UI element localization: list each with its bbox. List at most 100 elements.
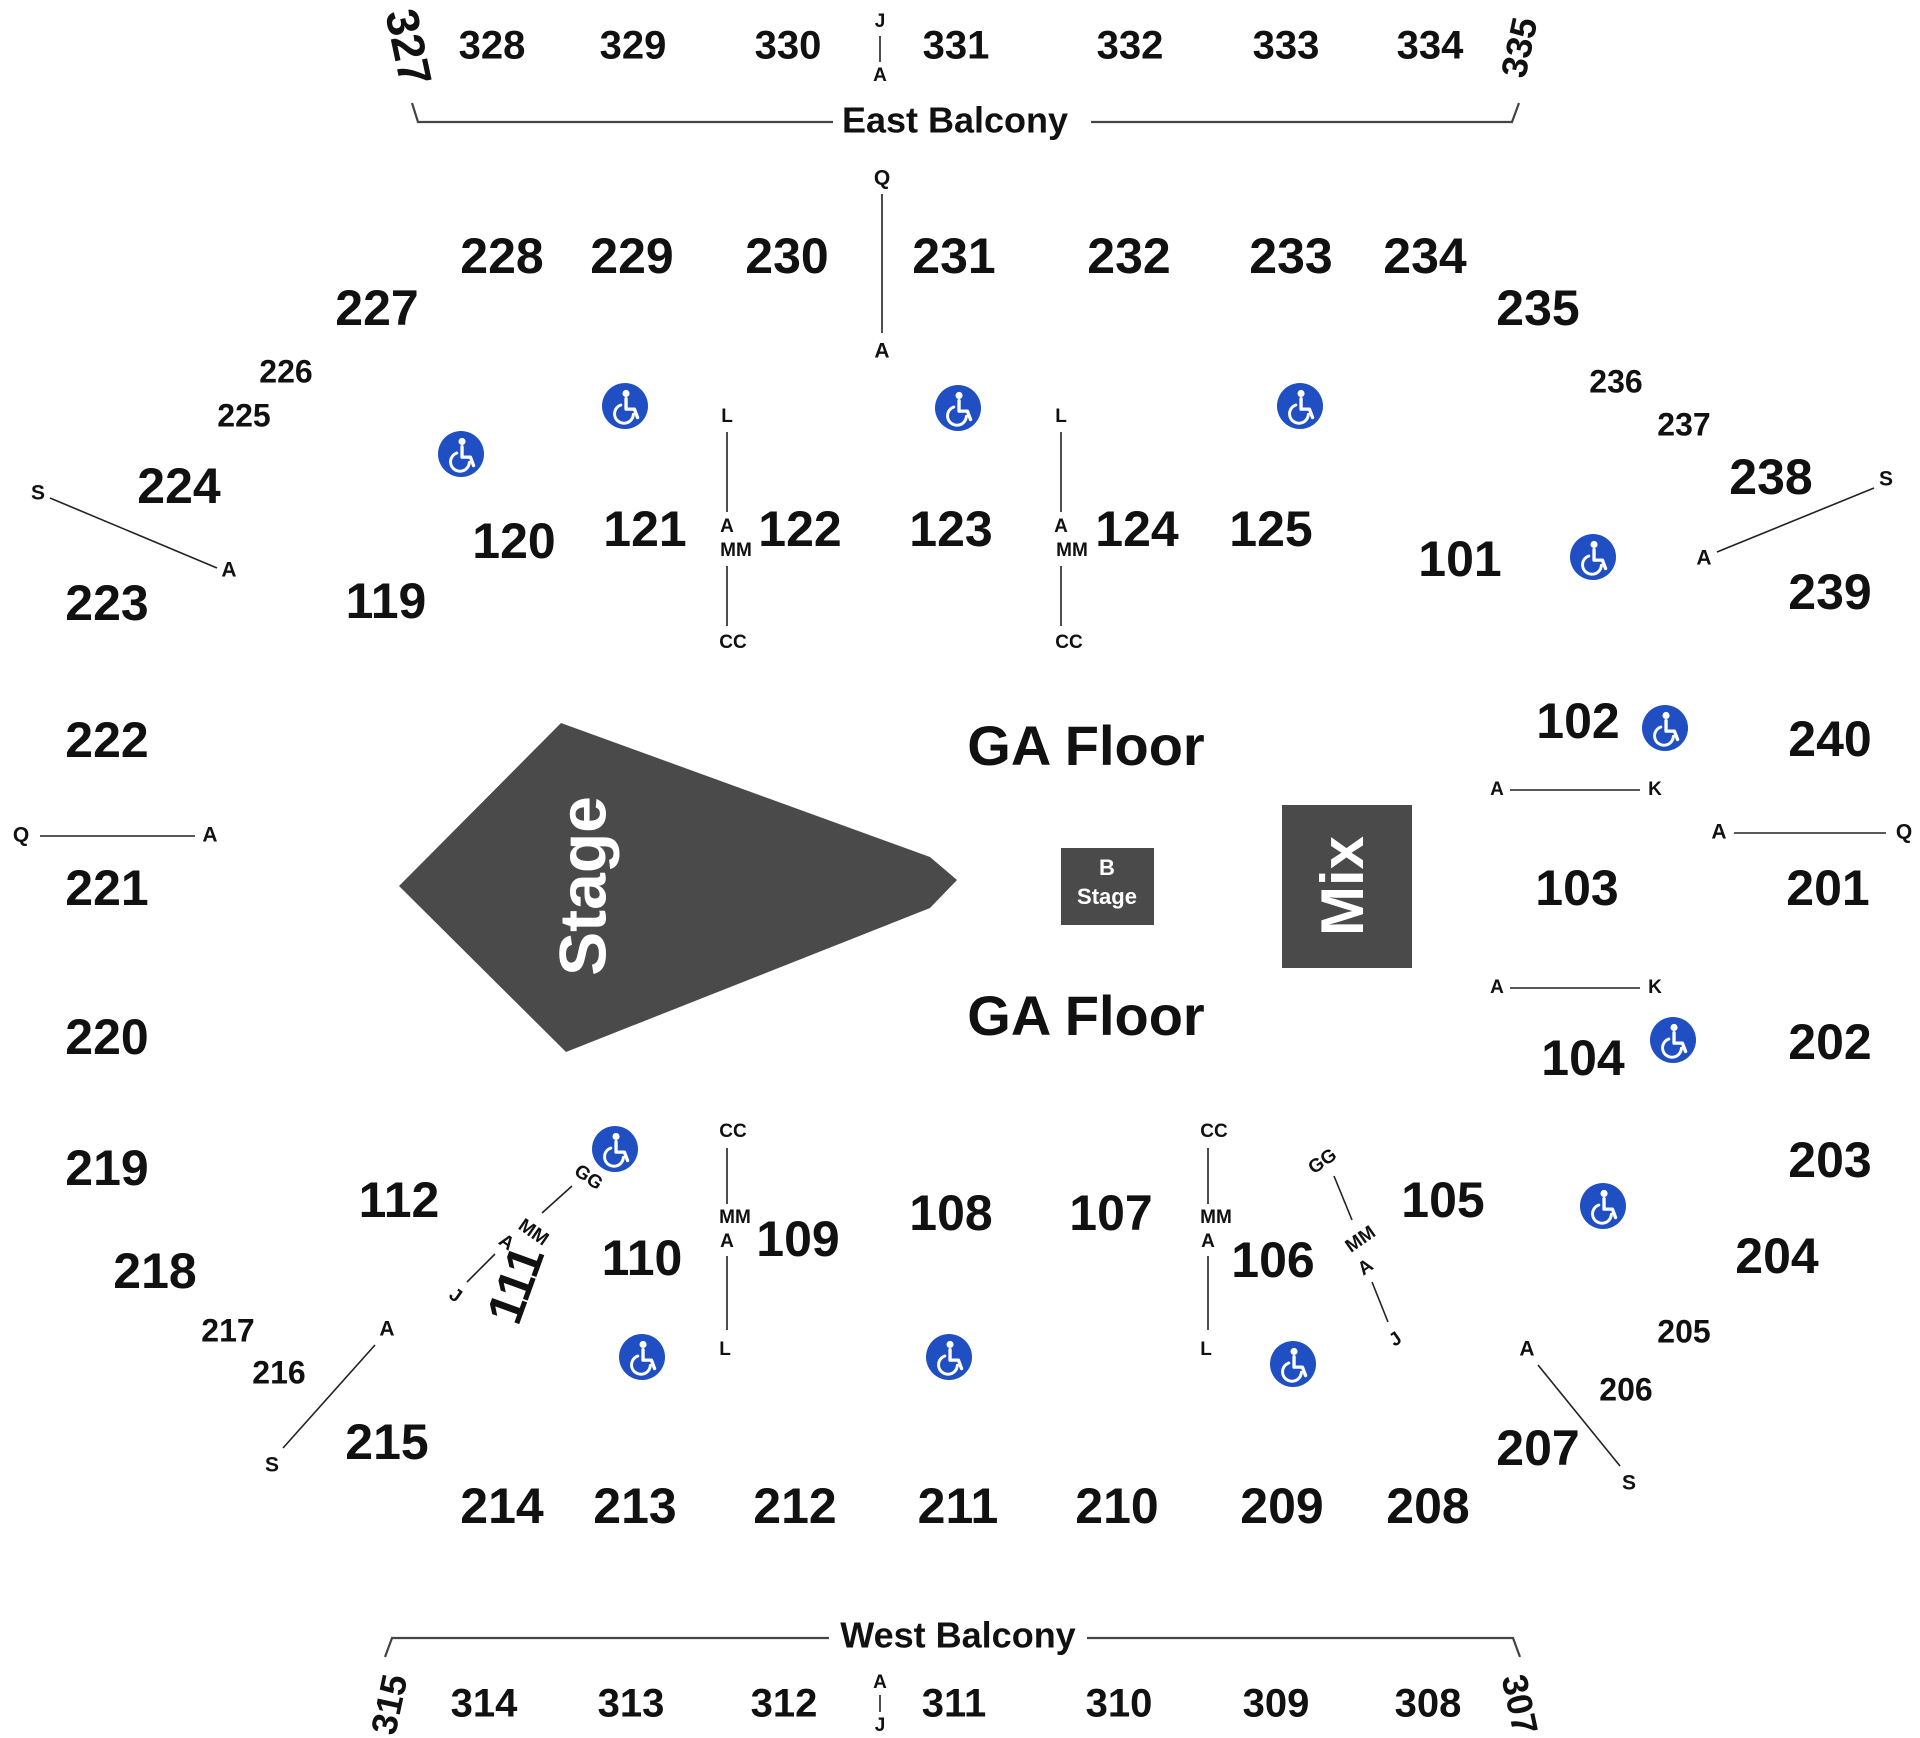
section-121[interactable]: 121 — [603, 501, 686, 557]
section-213[interactable]: 213 — [593, 1478, 676, 1534]
section-329[interactable]: 329 — [600, 24, 667, 68]
row-marker: MM — [719, 1207, 751, 1228]
wheelchair-icon[interactable] — [1277, 383, 1323, 429]
section-203[interactable]: 203 — [1788, 1132, 1871, 1188]
row-marker: A — [720, 1231, 734, 1252]
section-228[interactable]: 228 — [460, 228, 543, 284]
section-105[interactable]: 105 — [1401, 1172, 1484, 1228]
section-235[interactable]: 235 — [1496, 280, 1579, 336]
section-205[interactable]: 205 — [1657, 1313, 1710, 1349]
row-marker: A — [720, 516, 734, 537]
section-101[interactable]: 101 — [1418, 531, 1501, 587]
wheelchair-icon[interactable] — [438, 431, 484, 477]
section-240[interactable]: 240 — [1788, 711, 1871, 767]
section-225[interactable]: 225 — [217, 397, 270, 433]
section-335[interactable]: 335 — [1493, 14, 1546, 81]
section-230[interactable]: 230 — [745, 228, 828, 284]
section-217[interactable]: 217 — [201, 1312, 254, 1348]
wheelchair-icon[interactable] — [1642, 705, 1688, 751]
section-312[interactable]: 312 — [751, 1682, 818, 1726]
section-229[interactable]: 229 — [590, 228, 673, 284]
section-212[interactable]: 212 — [753, 1478, 836, 1534]
section-122[interactable]: 122 — [758, 501, 841, 557]
section-333[interactable]: 333 — [1253, 24, 1320, 68]
wheelchair-icon[interactable] — [592, 1126, 638, 1172]
section-222[interactable]: 222 — [65, 712, 148, 768]
section-334[interactable]: 334 — [1397, 24, 1464, 68]
section-238[interactable]: 238 — [1729, 449, 1812, 505]
section-124[interactable]: 124 — [1095, 501, 1179, 557]
ga-floor-bottom-label[interactable]: GA Floor — [967, 984, 1204, 1047]
section-315[interactable]: 315 — [363, 1671, 416, 1738]
section-214[interactable]: 214 — [460, 1478, 544, 1534]
section-216[interactable]: 216 — [252, 1354, 305, 1390]
section-327[interactable]: 327 — [375, 4, 442, 90]
section-112[interactable]: 112 — [359, 1172, 440, 1228]
section-215[interactable]: 215 — [345, 1414, 428, 1470]
section-110[interactable]: 110 — [602, 1230, 683, 1286]
row-marker: A — [202, 824, 217, 847]
row-marker: A — [1519, 1338, 1534, 1361]
section-314[interactable]: 314 — [451, 1682, 518, 1726]
section-239[interactable]: 239 — [1788, 564, 1871, 620]
section-234[interactable]: 234 — [1383, 228, 1467, 284]
section-233[interactable]: 233 — [1249, 228, 1332, 284]
section-204[interactable]: 204 — [1735, 1228, 1819, 1284]
section-226[interactable]: 226 — [259, 353, 312, 389]
section-227[interactable]: 227 — [335, 280, 418, 336]
ga-floor-top-label[interactable]: GA Floor — [967, 714, 1204, 777]
section-209[interactable]: 209 — [1240, 1478, 1323, 1534]
section-308[interactable]: 308 — [1395, 1682, 1462, 1726]
section-328[interactable]: 328 — [459, 24, 526, 68]
main-stage[interactable]: Stage — [399, 723, 957, 1052]
section-109[interactable]: 109 — [756, 1211, 839, 1267]
wheelchair-icon[interactable] — [1270, 1341, 1316, 1387]
section-331[interactable]: 331 — [923, 24, 990, 68]
section-201[interactable]: 201 — [1786, 860, 1869, 916]
section-310[interactable]: 310 — [1086, 1682, 1153, 1726]
section-221[interactable]: 221 — [65, 860, 148, 916]
wheelchair-icon[interactable] — [1580, 1183, 1626, 1229]
section-206[interactable]: 206 — [1599, 1371, 1652, 1407]
section-236[interactable]: 236 — [1589, 363, 1642, 399]
section-231[interactable]: 231 — [912, 228, 995, 284]
section-218[interactable]: 218 — [113, 1243, 196, 1299]
section-330[interactable]: 330 — [755, 24, 822, 68]
section-123[interactable]: 123 — [909, 501, 992, 557]
section-202[interactable]: 202 — [1788, 1014, 1871, 1070]
aisle-240-201: A Q — [1711, 821, 1912, 844]
wheelchair-icon[interactable] — [935, 385, 981, 431]
upper-north-sections: 228 229 230 231 232 233 234 — [460, 228, 1467, 284]
section-108[interactable]: 108 — [909, 1185, 992, 1241]
section-107[interactable]: 107 — [1069, 1185, 1152, 1241]
section-313[interactable]: 313 — [598, 1682, 665, 1726]
section-125[interactable]: 125 — [1229, 501, 1312, 557]
section-232[interactable]: 232 — [1087, 228, 1170, 284]
wheelchair-icon[interactable] — [602, 383, 648, 429]
section-220[interactable]: 220 — [65, 1009, 148, 1065]
section-102[interactable]: 102 — [1536, 693, 1619, 749]
wheelchair-icon[interactable] — [926, 1334, 972, 1380]
section-211[interactable]: 211 — [918, 1478, 999, 1534]
section-223[interactable]: 223 — [65, 575, 148, 631]
section-307[interactable]: 307 — [1494, 1671, 1547, 1738]
section-106[interactable]: 106 — [1231, 1232, 1314, 1288]
section-207[interactable]: 207 — [1496, 1420, 1579, 1476]
section-120[interactable]: 120 — [472, 513, 555, 569]
section-311[interactable]: 311 — [922, 1682, 987, 1726]
section-104[interactable]: 104 — [1541, 1030, 1625, 1086]
wheelchair-icon[interactable] — [1570, 534, 1616, 580]
b-stage[interactable]: B Stage — [1061, 848, 1154, 925]
section-332[interactable]: 332 — [1097, 24, 1164, 68]
section-208[interactable]: 208 — [1386, 1478, 1469, 1534]
section-224[interactable]: 224 — [137, 458, 221, 514]
section-103[interactable]: 103 — [1535, 860, 1618, 916]
section-111[interactable]: 111 — [476, 1239, 555, 1331]
section-237[interactable]: 237 — [1657, 406, 1710, 442]
wheelchair-icon[interactable] — [1650, 1017, 1696, 1063]
wheelchair-icon[interactable] — [619, 1334, 665, 1380]
section-119[interactable]: 119 — [346, 573, 427, 629]
section-219[interactable]: 219 — [65, 1140, 148, 1196]
section-309[interactable]: 309 — [1243, 1682, 1310, 1726]
section-210[interactable]: 210 — [1075, 1478, 1158, 1534]
